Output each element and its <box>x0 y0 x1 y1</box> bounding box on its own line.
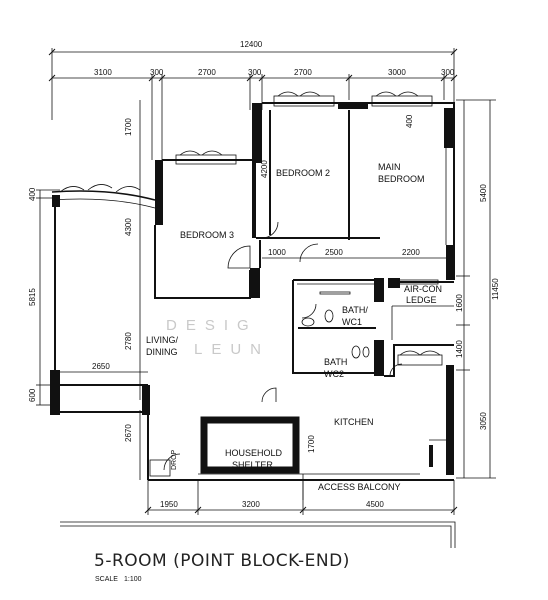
dim-2700-b: 2700 <box>294 68 312 77</box>
bottom-dimensions: 1950 3200 4500 <box>60 480 458 548</box>
room-bedroom-3: BEDROOM 3 <box>180 230 234 240</box>
room-living-line2: DINING <box>146 347 178 357</box>
windows <box>51 91 443 477</box>
dim-2200: 2200 <box>402 248 420 257</box>
room-shelter-line1: HOUSEHOLD <box>225 448 283 458</box>
dim-overall-width: 12400 <box>240 40 263 49</box>
watermark-line-1: DESIG <box>166 317 258 334</box>
left-dimensions: 400 5815 600 2670 1700 4300 2780 <box>28 100 141 480</box>
dim-3200: 3200 <box>242 500 260 509</box>
dim-left-5815: 5815 <box>28 288 37 306</box>
dim-1600: 1600 <box>455 294 464 312</box>
room-shelter-line2: SHELTER <box>232 460 273 470</box>
scale-value: 1:100 <box>124 576 142 583</box>
plan-title: 5-ROOM (POINT BLOCK-END) <box>94 551 350 571</box>
title-block: 5-ROOM (POINT BLOCK-END) SCALE 1:100 <box>94 551 350 583</box>
dim-left-2670: 2670 <box>124 424 133 442</box>
room-bath1-line2: WC1 <box>342 317 362 327</box>
room-bath2-line1: BATH <box>324 357 347 367</box>
dim-2700-a: 2700 <box>198 68 216 77</box>
dim-1700-kitchen: 1700 <box>307 435 316 453</box>
room-main-bedroom-line1: MAIN <box>378 162 401 172</box>
room-aircon-line2: LEDGE <box>406 295 437 305</box>
dim-left-400: 400 <box>28 187 37 201</box>
doors <box>163 221 403 471</box>
right-dimensions: 5400 11450 3050 1600 1400 <box>455 99 500 479</box>
dim-left-600: 600 <box>28 388 37 402</box>
room-main-bedroom-line2: BEDROOM <box>378 174 425 184</box>
dim-300-c: 300 <box>441 68 455 77</box>
dim-4300: 4300 <box>124 218 133 236</box>
dim-3050: 3050 <box>479 412 488 430</box>
dim-1000: 1000 <box>268 248 286 257</box>
dim-2780: 2780 <box>124 332 133 350</box>
dim-300-b: 300 <box>248 68 262 77</box>
fixtures <box>301 291 370 359</box>
dim-400: 400 <box>405 114 414 128</box>
dim-4200: 4200 <box>260 160 269 178</box>
inner-dimensions: 1000 2500 2200 4200 400 2650 1700 <box>60 114 446 453</box>
dim-300-a: 300 <box>150 68 164 77</box>
room-aircon-line1: AIR-CON <box>404 284 442 294</box>
scale-label: SCALE <box>95 576 118 583</box>
dim-2650: 2650 <box>92 362 110 371</box>
watermark-line-2: LEUN <box>194 341 270 358</box>
dim-1400: 1400 <box>455 340 464 358</box>
watermark: DESIG LEUN <box>166 317 270 358</box>
room-bath2-line2: WC2 <box>324 369 344 379</box>
dim-11450: 11450 <box>491 278 500 300</box>
room-living-line1: LIVING/ <box>146 335 179 345</box>
room-bath1-line1: BATH/ <box>342 305 368 315</box>
dim-1950: 1950 <box>160 500 178 509</box>
room-labels: BEDROOM 2 MAIN BEDROOM BEDROOM 3 LIVING/… <box>146 162 442 492</box>
dim-2500: 2500 <box>325 248 343 257</box>
room-access-balcony: ACCESS BALCONY <box>318 482 401 492</box>
room-kitchen: KITCHEN <box>334 417 374 427</box>
dim-5400: 5400 <box>479 184 488 202</box>
dim-4500: 4500 <box>366 500 384 509</box>
dim-3100: 3100 <box>94 68 112 77</box>
walls <box>50 102 455 500</box>
top-dimensions: 12400 3100 300 2700 300 2700 3000 300 <box>48 40 458 160</box>
room-bedroom-2: BEDROOM 2 <box>276 168 330 178</box>
dim-3000: 3000 <box>388 68 406 77</box>
dim-1700-top: 1700 <box>124 118 133 136</box>
refuse-drop-label: DROP <box>171 449 178 470</box>
